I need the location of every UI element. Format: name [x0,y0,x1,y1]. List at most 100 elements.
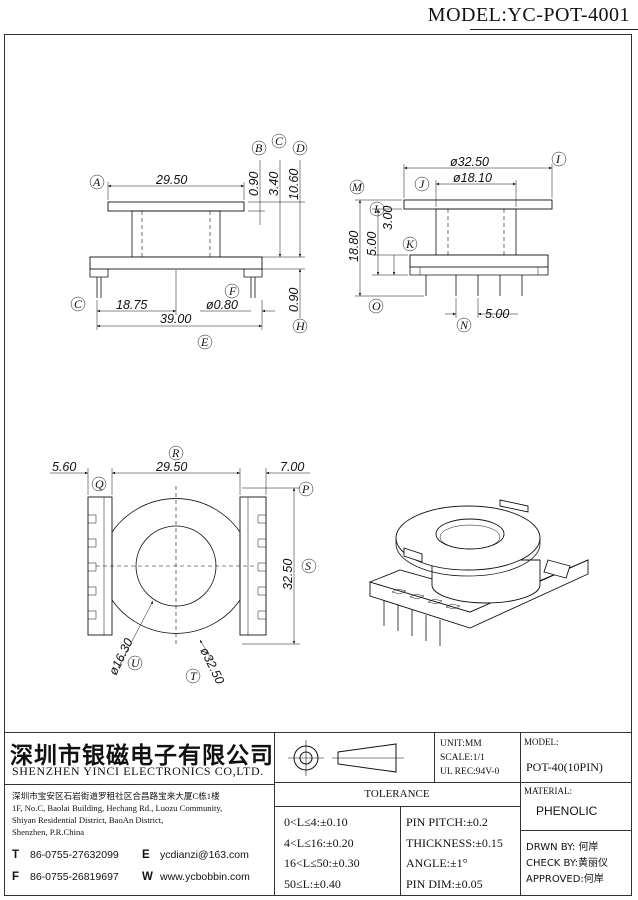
dim-right: 7.00 [280,460,304,474]
label-i: I [555,152,561,166]
dim-slot: 3.40 [267,172,281,196]
tb-rule-1 [274,782,520,783]
drawn-by: DRWN BY: 何岸 [526,842,599,853]
label-b: B [255,141,263,155]
dim-overall: 39.00 [160,312,191,326]
tb-rule-5 [4,784,274,785]
label-c: C [275,134,284,148]
material-label: MATERIAL: [524,786,572,796]
contact-info: T 86-0755-27632099 E ycdianzi@163.com F … [12,844,250,888]
tolerance-row: 4<L≤16:±0.20 [284,835,354,850]
dim-pitch: 5.00 [485,307,509,321]
tb-div-5 [400,806,401,896]
label-d: D [295,141,305,155]
address-line: Shenzhen, P.R.China [12,827,85,837]
email-value[interactable]: ycdianzi@163.com [160,849,249,861]
tb-div-2 [434,732,435,782]
side-view: 29.50 0.90 3.40 10.60 0.90 18.75 ø0.80 3… [70,133,308,350]
label-h: H [295,319,306,333]
approved-by: APPROVED:何岸 [526,874,604,885]
tb-div-3 [520,732,521,896]
label-s: S [305,559,311,573]
tolerance-left: 0<L≤4:±0.10 4<L≤16:±0.20 16<L≤50:±0.30 5… [284,812,360,894]
tolerance-row: ANGLE:±1° [406,856,468,870]
label-p: P [301,482,310,496]
tb-div-4 [274,782,275,896]
address-line: 1F, No.C, Baolai Building, Hechang Rd., … [12,803,223,813]
dim-outer: ø32.50 [450,155,489,169]
dim-flange-thk: 0.90 [247,172,261,196]
label-c2: C [74,297,83,311]
tolerance-row: 16<L≤50:±0.30 [284,856,360,870]
dim-left: 5.60 [52,460,76,474]
tolerance-row: PIN DIM:±0.05 [406,876,483,891]
end-view: ø32.50 ø18.10 18.80 5.00 3.00 5.00 I J M… [347,151,567,333]
label-e: E [200,335,209,349]
label-l: L [373,202,381,216]
technical-drawing: 29.50 0.90 3.40 10.60 0.90 18.75 ø0.80 3… [50,133,589,686]
tb-rule-4 [520,830,632,831]
fax-key: F [12,871,20,883]
label-u: U [131,656,141,670]
check-by: CHECK BY:黄丽仪 [526,858,609,869]
label-j: J [419,177,425,191]
tolerance-row: 50≤L:±0.40 [284,876,341,891]
dim-pin-extra: 0.90 [287,288,301,312]
company-name-cn: 深圳市银磁电子有限公司 [10,743,274,769]
dim-mid: 5.00 [365,232,379,256]
dim-small: 3.00 [381,206,395,230]
title-block: 深圳市银磁电子有限公司 SHENZHEN YINCI ELECTRONICS C… [4,732,632,896]
tb-rule-3 [520,782,632,783]
contact-row: F 86-0755-26819697 W www.ycbobbin.com [12,866,250,888]
address-line: Shiyan Residential District, BaoAn Distr… [12,815,164,825]
dim-pin-dia: ø0.80 [206,298,238,312]
fax-value: 86-0755-26819697 [30,871,119,883]
dim-center: 29.50 [155,460,187,474]
web-key: W [142,871,153,883]
label-o: O [372,299,381,313]
email-key: E [142,849,150,861]
dim-inner: ø18.10 [453,171,492,185]
dim-total-h: 18.80 [347,231,361,262]
tolerance-right: PIN PITCH:±0.2 THICKNESS:±0.15 ANGLE:±1°… [406,812,503,894]
label-k: K [405,237,415,251]
dim-pin-offset: 18.75 [116,298,147,312]
label-r: R [171,446,180,460]
label-a: A [92,175,101,189]
label-n: N [459,318,469,332]
model-title: MODEL:YC-POT-4001 [427,4,630,26]
tb-div-1 [274,732,275,782]
tolerance-title: TOLERANCE [364,788,430,800]
company-address: 深圳市宝安区石岩街道罗租社区合昌路宝来大厦C栋1楼 1F, No.C, Baol… [12,790,222,838]
unit-text: UNIT:MM [440,739,482,749]
contact-row: T 86-0755-27632099 E ycdianzi@163.com [12,844,250,866]
phone-key: T [12,849,20,861]
isometric-view [368,499,589,646]
tolerance-row: PIN PITCH:±0.2 [406,815,488,829]
ul-rec-text: UL REC:94V-0 [440,767,500,777]
model-label: MODEL: [524,737,559,747]
tb-top-rule [4,732,632,733]
tolerance-row: 0<L≤4:±0.10 [284,815,348,829]
label-t: T [190,669,198,683]
phone-value: 86-0755-27632099 [30,849,119,861]
tolerance-row: THICKNESS:±0.15 [406,835,503,850]
tb-rule-2 [274,806,520,807]
top-view: 5.60 29.50 7.00 32.50 ø16.30 ø32.50 R Q … [50,445,317,686]
scale-text: SCALE:1/1 [440,753,485,763]
model-value: POT-40(10PIN) [526,760,603,774]
label-q: Q [95,477,104,491]
label-m: M [351,180,363,194]
projection-symbol-icon [288,740,404,776]
web-value[interactable]: www.ycbobbin.com [160,871,250,883]
material-value: PHENOLIC [536,804,598,818]
signoff: DRWN BY: 何岸 CHECK BY:黄丽仪 APPROVED:何岸 [526,840,608,888]
dim-d-outer: ø32.50 [197,645,227,686]
dim-top-width: 29.50 [155,173,187,187]
title-underline [470,29,638,30]
drawing-frame [4,34,632,896]
address-line: 深圳市宝安区石岩街道罗租社区合昌路宝来大厦C栋1楼 [12,791,220,801]
dim-height: 10.60 [287,169,301,200]
dim-top-height: 32.50 [281,559,295,590]
company-name-en: SHENZHEN YINCI ELECTRONICS CO,LTD. [12,764,264,778]
